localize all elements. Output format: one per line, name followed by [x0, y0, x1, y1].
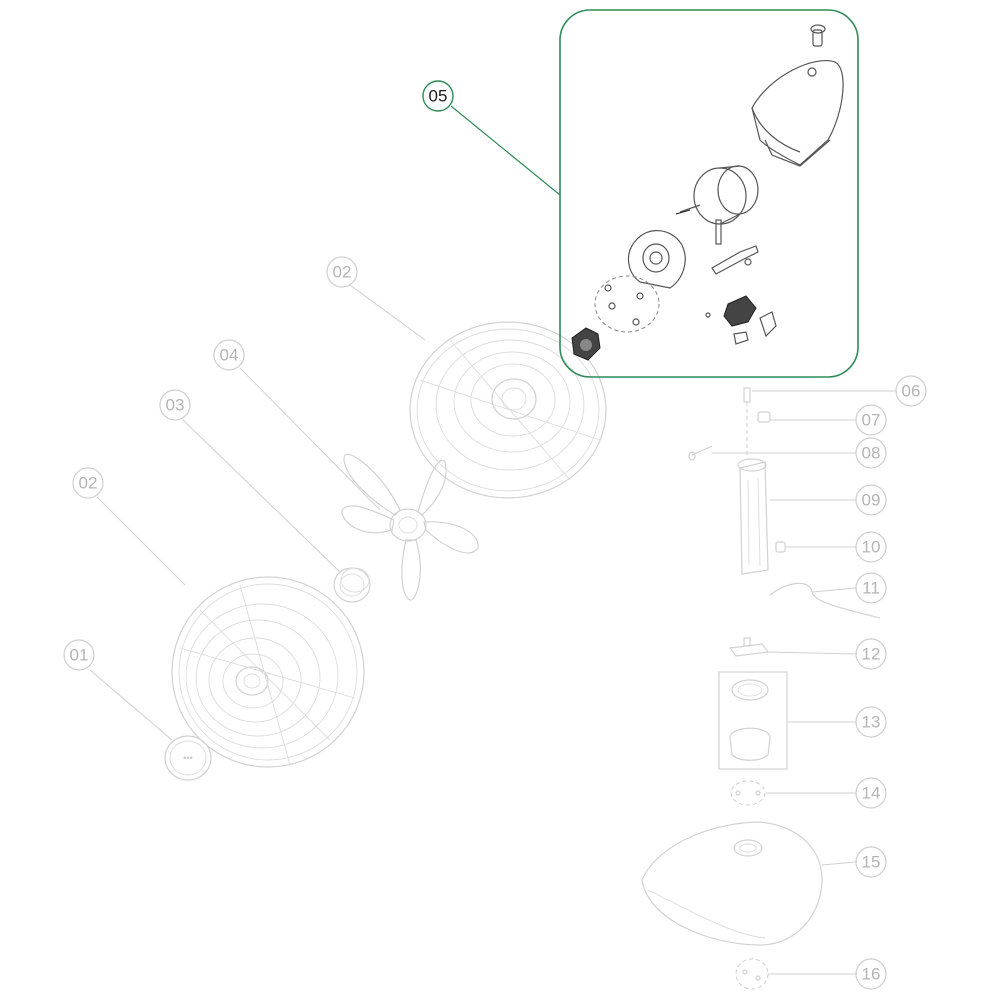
label-06: 06 [895, 375, 927, 407]
label-03-text: 03 [166, 396, 185, 415]
label-09: 09 [855, 484, 887, 516]
label-09-text: 09 [862, 491, 881, 510]
label-14-text: 14 [862, 784, 881, 803]
spinner-nut [333, 567, 371, 603]
oscillation-knob [571, 327, 601, 361]
bushing [757, 411, 771, 423]
leader-lines [89, 105, 896, 975]
crank-link [711, 245, 759, 275]
label-11: 11 [855, 572, 887, 604]
label-16-text: 16 [862, 965, 881, 984]
label-05-text: 05 [429, 87, 448, 106]
label-02-rear: 02 [326, 256, 358, 288]
base-washer [730, 780, 766, 806]
label-11-text: 11 [862, 579, 880, 598]
tilt-bolt [688, 445, 713, 461]
label-12-text: 12 [862, 645, 881, 664]
label-03: 03 [159, 389, 191, 421]
label-07: 07 [855, 404, 887, 436]
base-screws [735, 958, 769, 990]
pivot-pin [743, 387, 751, 455]
label-13-text: 13 [862, 713, 881, 732]
front-grille [171, 576, 365, 768]
fan-blade [341, 453, 479, 601]
label-13: 13 [855, 706, 887, 738]
switch-mechanism [705, 295, 777, 345]
label-07-text: 07 [862, 411, 881, 430]
label-02-front: 02 [72, 467, 104, 499]
label-15: 15 [855, 846, 887, 878]
label-04-text: 04 [220, 346, 239, 365]
label-10: 10 [855, 531, 887, 563]
neck-tube [737, 458, 769, 575]
label-02-rear-text: 02 [333, 263, 352, 282]
screws-set [594, 275, 660, 333]
height-adjuster-box [718, 671, 788, 770]
label-01: 01 [63, 639, 95, 671]
label-08-text: 08 [862, 444, 881, 463]
label-05: 05 [422, 80, 454, 112]
label-01-text: 01 [70, 646, 89, 665]
label-15-text: 15 [862, 853, 881, 872]
motor-assembly-group [559, 9, 859, 378]
logo-badge: ••• [164, 735, 212, 781]
label-08: 08 [855, 437, 887, 469]
label-14: 14 [855, 777, 887, 809]
top-screw [810, 24, 826, 47]
fan-base [641, 821, 823, 946]
svg-text:•••: ••• [183, 753, 192, 763]
label-12: 12 [855, 638, 887, 670]
label-10-text: 10 [862, 538, 881, 557]
gearbox-plate [627, 230, 686, 289]
rear-grille [409, 321, 607, 499]
motor-cover [751, 60, 844, 167]
motor-body [675, 165, 759, 245]
label-06-text: 06 [902, 382, 921, 401]
label-04: 04 [213, 339, 245, 371]
label-02-front-text: 02 [79, 474, 98, 493]
cable-clamp [775, 541, 786, 553]
pole-connector [728, 637, 770, 657]
label-16: 16 [855, 958, 887, 990]
